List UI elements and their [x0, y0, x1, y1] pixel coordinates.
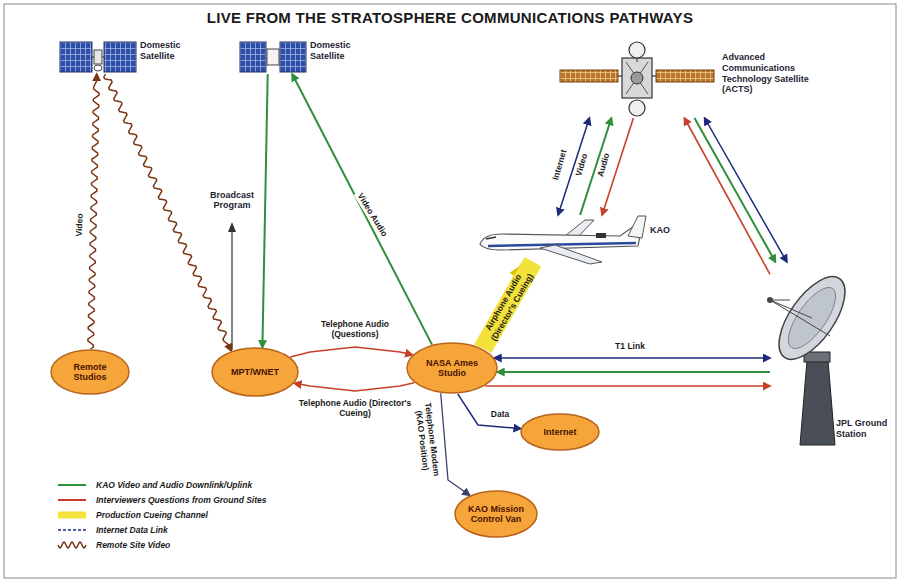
- connector: [695, 118, 776, 262]
- oval-shape: [51, 350, 129, 394]
- connector: [485, 385, 770, 387]
- node-label: Domestic Satellite: [310, 40, 370, 62]
- connector: [498, 371, 771, 373]
- domestic-satellite-icon: [240, 42, 306, 72]
- control-van-oval: KAO Mission Control Van: [454, 490, 538, 538]
- edge-label: Video: [574, 151, 591, 180]
- connector: [290, 347, 412, 357]
- edge-label: Video: [75, 211, 85, 238]
- diagram-title: LIVE FROM THE STRATOSPHERE COMMUNICATION…: [0, 9, 900, 26]
- legend-line: [58, 542, 86, 548]
- edge-label: Telephone Audio (Director's Cueing): [293, 399, 417, 418]
- internet-oval: Internet: [520, 413, 600, 451]
- legend-line: [58, 511, 86, 518]
- node-label: JPL Ground Station: [836, 418, 888, 440]
- legend-sample: [56, 479, 90, 491]
- legend-sample: [56, 509, 90, 521]
- acts-satellite-icon: [560, 42, 714, 116]
- studio-oval: NASA Ames Studio: [406, 342, 498, 394]
- node-label: Internet: [531, 427, 590, 437]
- edge-label: Data: [489, 410, 511, 420]
- kao-aircraft: KAO: [470, 215, 646, 265]
- legend-row: Remote Site Video: [56, 537, 267, 552]
- connector: [104, 74, 232, 351]
- oval-shape: [455, 491, 537, 537]
- legend-row: Production Cueing Channel: [56, 507, 267, 522]
- edge-label: Audio: [596, 150, 613, 180]
- oval-shape: [407, 343, 497, 393]
- node-label: Advanced Communications Technology Satel…: [722, 52, 818, 95]
- domestic-satellite-icon: [60, 42, 136, 72]
- node-label: NASA Ames Studio: [418, 358, 486, 379]
- connector: [292, 74, 432, 345]
- legend-sample: [56, 494, 90, 506]
- frame: [4, 4, 896, 578]
- node-label: Remote Studios: [61, 362, 120, 383]
- edge-label: Video Audio: [354, 190, 390, 240]
- connector: [705, 118, 787, 262]
- legend-text: KAO Video and Audio Downlink/Uplink: [96, 480, 252, 490]
- connector: [495, 357, 771, 359]
- studio-oval: MPT/WNET: [211, 347, 299, 397]
- connector: [684, 118, 770, 274]
- legend-sample: [56, 539, 90, 551]
- oval-shape: [212, 348, 298, 396]
- connector: [262, 74, 267, 347]
- connector: [458, 394, 521, 429]
- edge-label: Telephone Modem (KAO Position): [412, 391, 443, 489]
- legend-line: [58, 529, 86, 531]
- node-label: KAO Mission Control Van: [465, 504, 527, 525]
- ground-station-dish: JPL Ground Station: [770, 262, 870, 445]
- legend-row: Internet Data Link: [56, 522, 267, 537]
- edge-label: T1 Link: [613, 342, 647, 352]
- edge-label: Airphone Audio (Director's Cueing): [475, 257, 541, 353]
- annotation-label: Broadcast Program: [202, 190, 262, 211]
- legend-row: Interviewers Questions from Ground Sites: [56, 492, 267, 507]
- domestic-satellite: Domestic Satellite: [240, 40, 306, 74]
- studio-oval: Remote Studios: [50, 349, 130, 395]
- kao-aircraft-icon: [480, 216, 646, 264]
- edge-label: Telephone Audio (Questions): [307, 320, 403, 339]
- legend-sample: [56, 524, 90, 536]
- acts-satellite: Advanced Communications Technology Satel…: [560, 40, 715, 118]
- legend: KAO Video and Audio Downlink/UplinkInter…: [56, 477, 267, 552]
- connector: [88, 74, 99, 349]
- legend-text: Internet Data Link: [96, 525, 168, 535]
- connector: [441, 393, 470, 495]
- broadcast-arrow: [228, 222, 236, 350]
- edge-label: Internet: [551, 147, 570, 183]
- legend-text: Production Cueing Channel: [96, 510, 208, 520]
- node-label: MPT/WNET: [223, 367, 288, 377]
- domestic-satellite: Domestic Satellite: [60, 40, 136, 74]
- legend-text: Remote Site Video: [96, 540, 170, 550]
- node-label: Domestic Satellite: [140, 40, 200, 62]
- legend-line: [58, 484, 86, 486]
- node-label: KAO: [650, 225, 690, 236]
- connector: [294, 383, 414, 391]
- oval-shape: [521, 414, 599, 450]
- legend-row: KAO Video and Audio Downlink/Uplink: [56, 477, 267, 492]
- legend-text: Interviewers Questions from Ground Sites: [96, 495, 267, 505]
- legend-line: [58, 499, 86, 501]
